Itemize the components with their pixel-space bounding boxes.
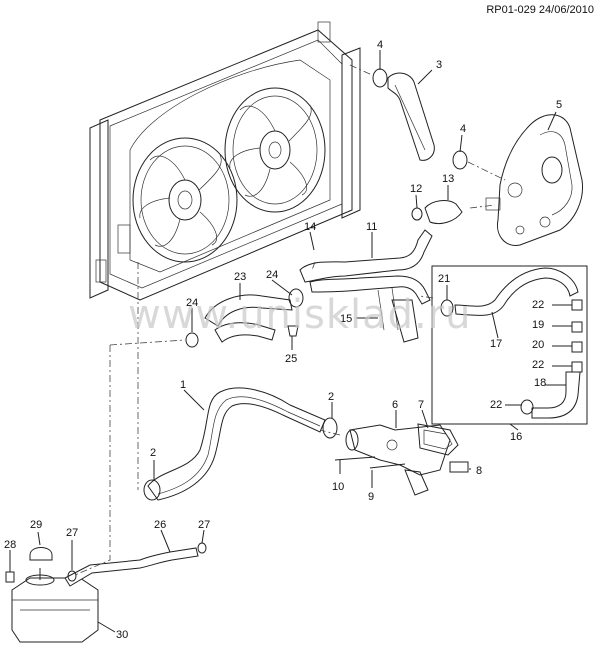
heater-pipe-kit-box-16: [431, 265, 588, 425]
callout-label: 1: [180, 379, 186, 391]
callout-label: 8: [476, 465, 482, 477]
callout-label: 22: [532, 299, 544, 311]
callout-label: 13: [442, 173, 454, 185]
callout-label: 3: [436, 59, 442, 71]
callout-label: 15: [340, 313, 352, 325]
coolant-reservoir-28: [5, 542, 207, 643]
callout-label: 4: [377, 39, 383, 51]
assembly-centerlines: [74, 64, 506, 576]
callout-label: 21: [438, 273, 450, 285]
callout-label: 2: [150, 447, 156, 459]
thermostat-housing-5: [485, 114, 584, 246]
callout-label: 20: [532, 339, 544, 351]
heater-hose-23: [185, 288, 304, 348]
upper-radiator-hose-3: [372, 68, 468, 170]
bypass-hose-13: [411, 200, 463, 225]
callout-label: 29: [30, 519, 42, 531]
callout-leader-lines: [9, 50, 572, 633]
callout-label: 26: [154, 519, 166, 531]
callout-label: 19: [532, 319, 544, 331]
callout-label: 17: [490, 338, 502, 350]
callout-label: 10: [332, 481, 344, 493]
callout-label: 16: [510, 431, 522, 443]
callout-label: 12: [410, 183, 422, 195]
callout-label: 23: [234, 271, 246, 283]
callout-label: 27: [198, 519, 210, 531]
callout-label: 2: [328, 391, 334, 403]
callout-label: 4: [460, 123, 466, 135]
callout-label: 18: [534, 377, 546, 389]
callout-label: 7: [418, 399, 424, 411]
callout-label: 30: [116, 629, 128, 641]
callout-label: 22: [532, 359, 544, 371]
radiator-fan-assembly: [89, 21, 361, 301]
callout-label: 9: [368, 491, 374, 503]
callout-label: 14: [304, 221, 316, 233]
water-outlet-6: [334, 423, 469, 496]
callout-label: 22: [490, 399, 502, 411]
coolant-pipe-assembly-11: [299, 229, 433, 343]
callout-label: 24: [266, 269, 278, 281]
watermark: www.unisklad.ru: [128, 292, 472, 338]
callout-label: 28: [4, 539, 16, 551]
callout-label: 11: [366, 221, 377, 233]
callout-label: 6: [392, 399, 398, 411]
callout-label: 5: [556, 99, 562, 111]
callout-label: 25: [285, 353, 297, 365]
callout-label: 27: [66, 527, 78, 539]
callout-numbers: 4 3 4 5 12 13 11 14 23 24 21 24 15 25 22…: [4, 39, 562, 641]
lower-radiator-hose-1: [143, 387, 338, 501]
callout-label: 24: [186, 297, 198, 309]
diagram-reference-code: RP01-029 24/06/2010: [486, 4, 594, 16]
